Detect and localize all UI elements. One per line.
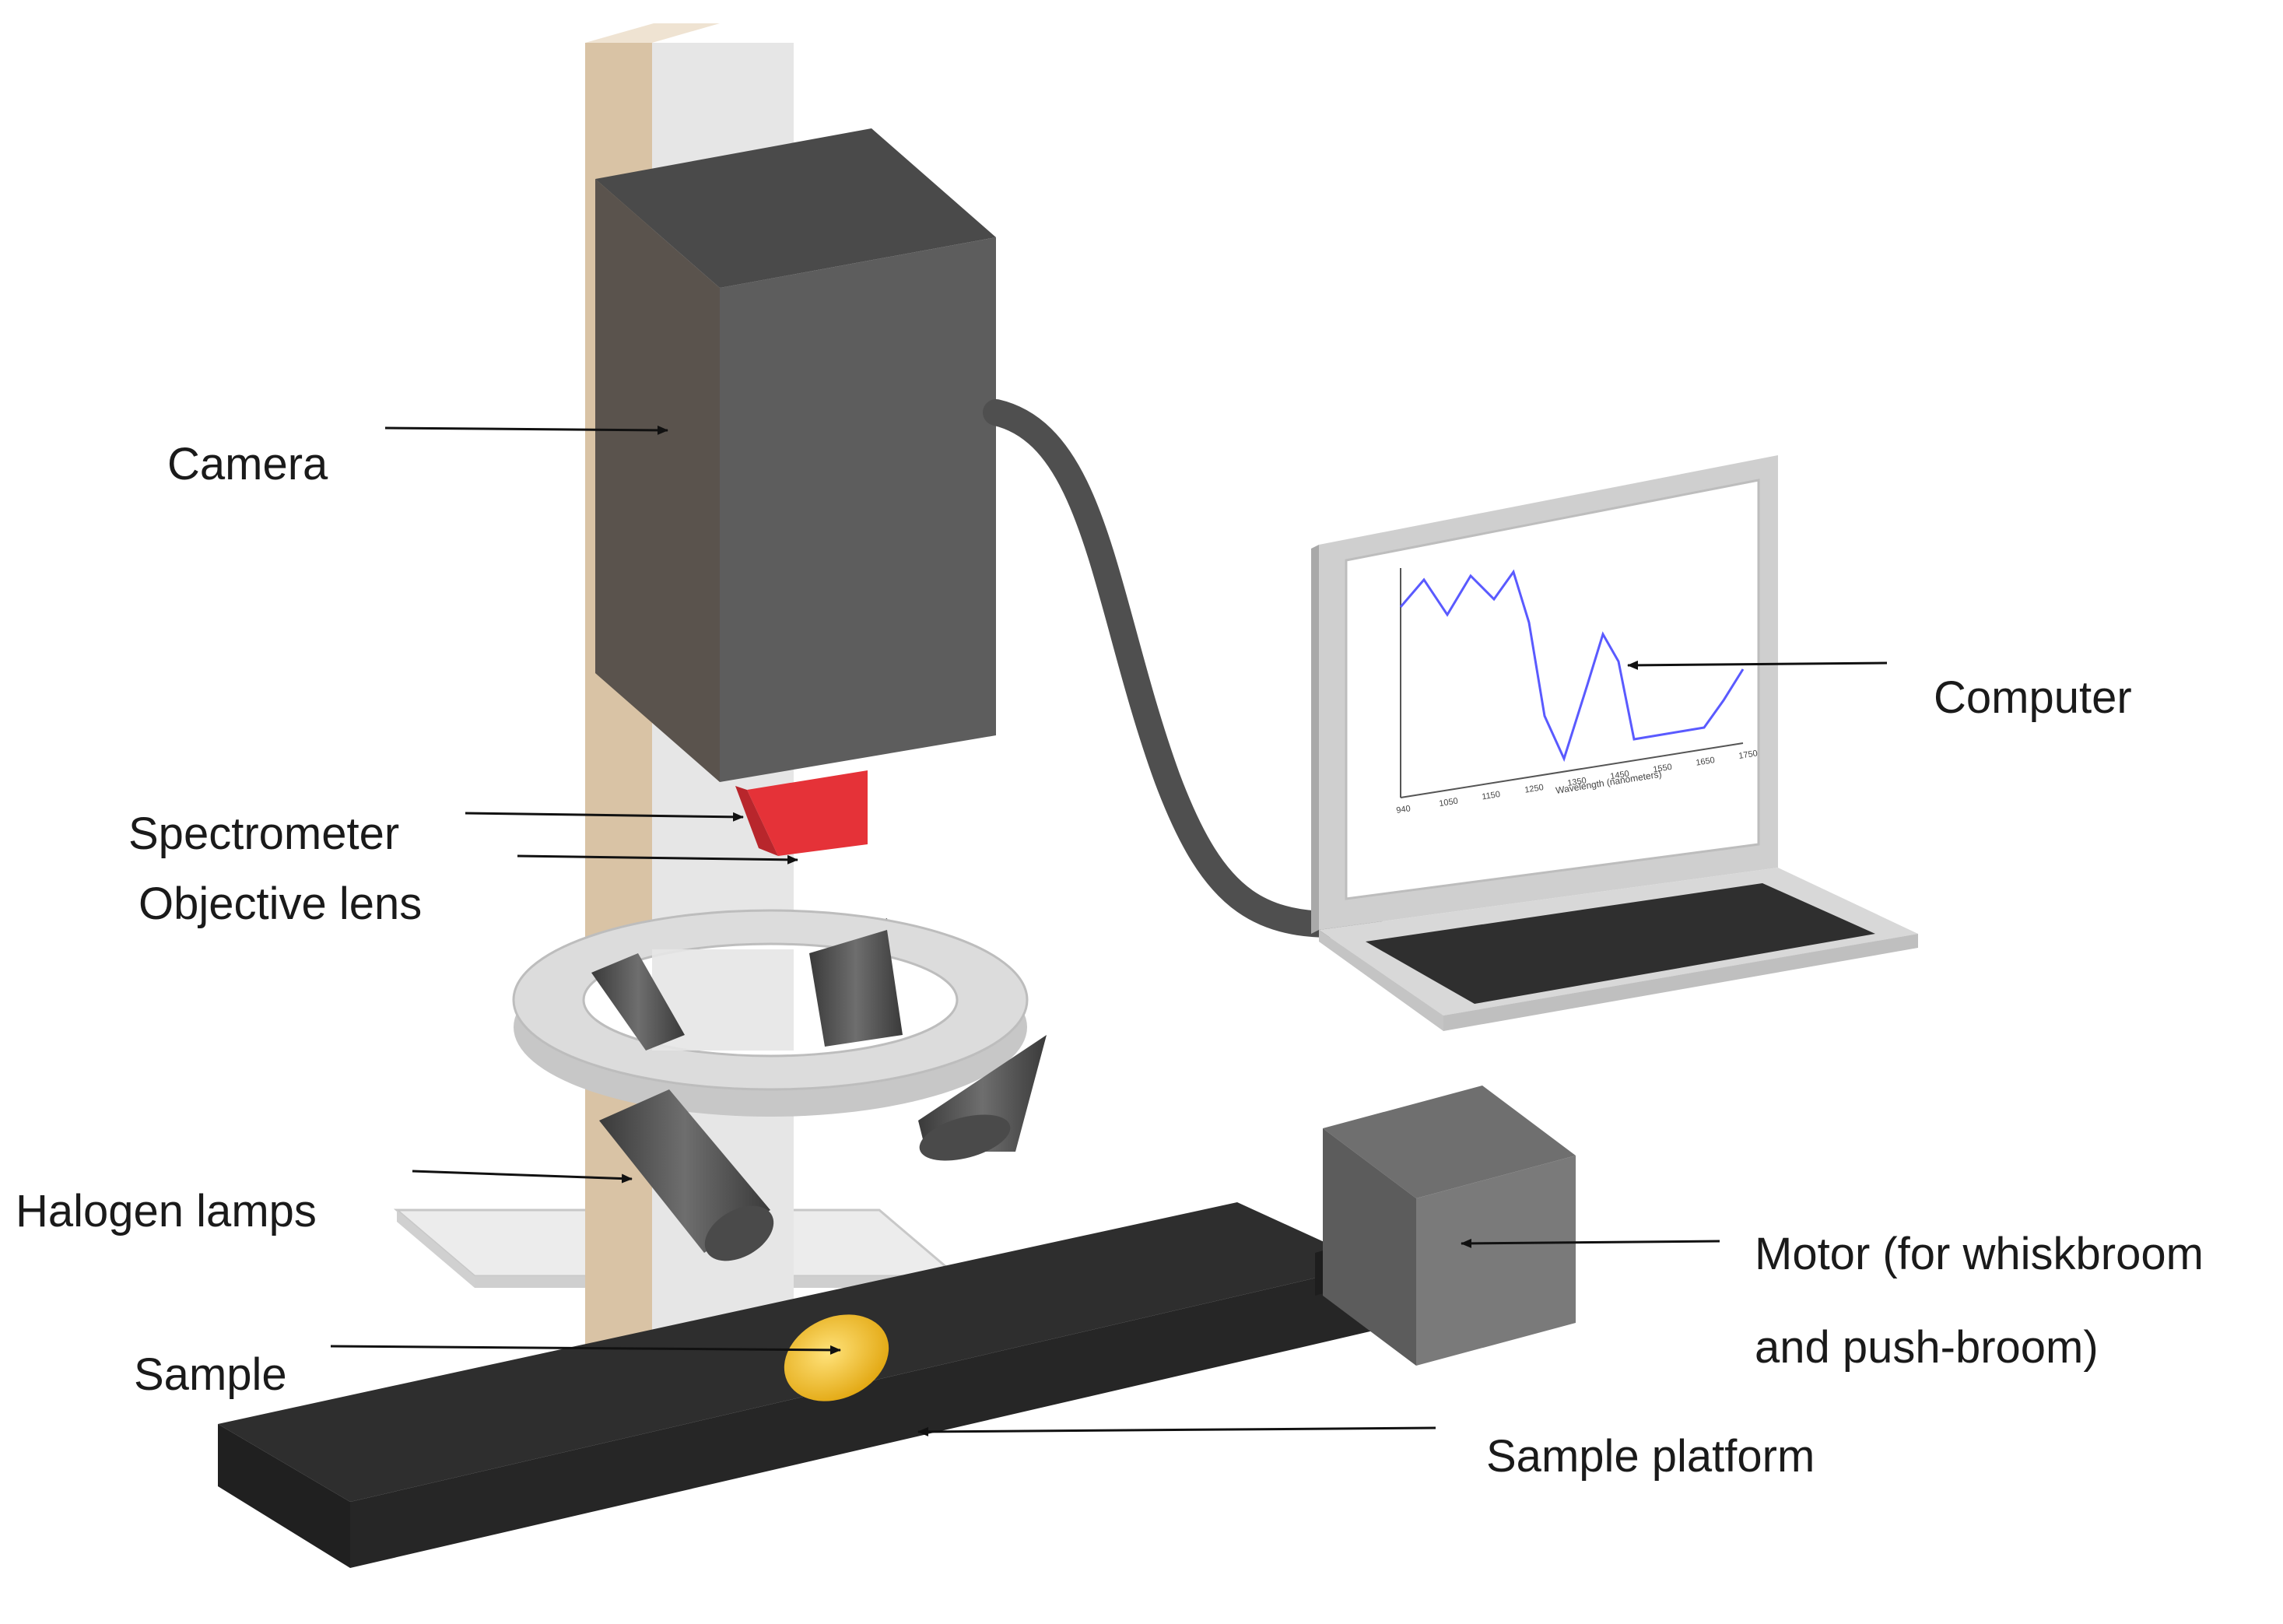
screen-xtick-label: 1350	[1567, 776, 1587, 788]
screen-tick-labels: 940 1050 1150 1250 1350 1450 1550 1650 1750	[1396, 749, 1759, 816]
halogen-lamps-arrow	[412, 1170, 633, 1184]
computer-label: Computer	[1934, 672, 2132, 723]
spectrum-line	[1399, 569, 1745, 763]
camera-label: Camera	[167, 439, 328, 489]
objective-lens-arrow	[517, 854, 798, 865]
sample-platform-label: Sample platform	[1486, 1431, 1815, 1482]
halogen-lamps-label: Halogen lamps	[16, 1186, 317, 1236]
screen-xtick-label: 1050	[1439, 797, 1459, 809]
camera-arrow	[384, 425, 668, 435]
spectrometer-block	[735, 770, 868, 856]
motor-arrow	[1461, 1238, 1720, 1248]
screen-xtick-label: 1250	[1524, 783, 1545, 795]
screen-xtick-label: 1550	[1653, 763, 1673, 775]
lamp-ring	[512, 909, 1029, 1117]
halogen-lamp-front-right	[918, 1035, 1047, 1161]
sample	[784, 1314, 889, 1401]
camera-cable	[983, 399, 1383, 938]
spectrometer-label: Spectrometer	[128, 808, 400, 859]
halogen-lamp-front-left	[599, 1089, 774, 1261]
screen-xtick-label: 940	[1396, 804, 1412, 816]
computer-arrow	[1627, 660, 1888, 670]
pointer-arrows	[330, 425, 1888, 1436]
sample-platform-arrow	[917, 1426, 1436, 1436]
spectrometer-arrow	[465, 812, 744, 822]
screen-xtick-label: 1650	[1696, 756, 1716, 768]
motor	[1315, 1086, 1576, 1366]
objective-lens-label: Objective lens	[139, 879, 423, 929]
screen-xtick-label: 1750	[1738, 749, 1759, 761]
camera-box	[595, 128, 996, 782]
motor-label-line1: Motor (for whiskbroom	[1755, 1229, 2204, 1279]
laptop	[1311, 455, 1918, 1031]
sample-label: Sample	[134, 1349, 287, 1400]
sample-arrow	[330, 1345, 841, 1355]
motor-label-line2: and push-broom)	[1755, 1322, 2099, 1373]
screen-xtick-label: 1450	[1610, 770, 1630, 782]
screen-xtick-label: 1150	[1482, 790, 1501, 802]
